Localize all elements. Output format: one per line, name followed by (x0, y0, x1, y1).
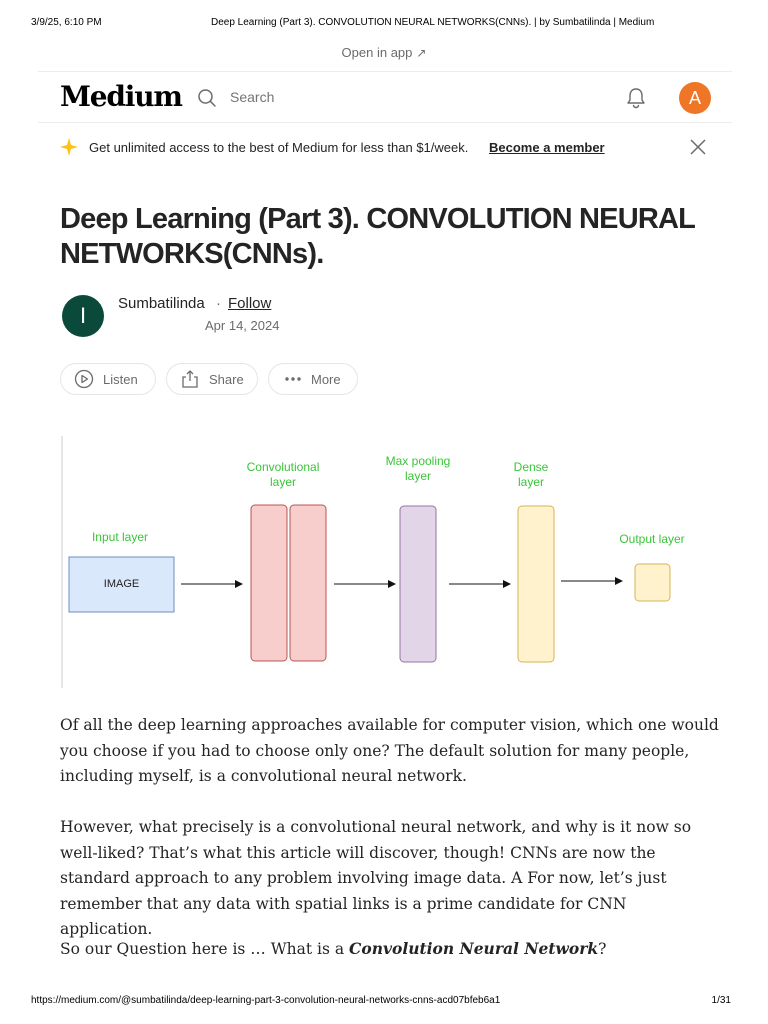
notifications-bell-icon[interactable] (625, 86, 647, 110)
more-dots-icon (285, 377, 301, 381)
membership-banner-text: Get unlimited access to the best of Medi… (89, 140, 469, 155)
input-image-box (68, 556, 175, 613)
output-block (634, 563, 671, 602)
question-prefix: So our Question here is … What is a (60, 940, 350, 958)
paragraph: However, what precisely is a convolution… (60, 818, 692, 938)
follow-button[interactable]: Follow (228, 295, 272, 312)
become-member-link[interactable]: Become a member (489, 140, 605, 155)
print-url: https://medium.com/@sumbatilinda/deep-le… (31, 995, 501, 1006)
cnn-diagram (61, 436, 671, 688)
conv-block-1 (250, 504, 288, 662)
more-button[interactable]: More (268, 363, 358, 395)
author-avatar[interactable]: I (62, 295, 104, 337)
share-icon (182, 370, 198, 388)
dense-block (517, 505, 555, 663)
conv-block-2 (289, 504, 327, 662)
conv-layer-label: Convolutional layer (246, 460, 320, 489)
paragraph: Of all the deep learning approaches avai… (60, 716, 719, 785)
question-paragraph: So our Question here is … What is a Conv… (60, 936, 720, 963)
user-avatar[interactable]: A (679, 82, 711, 114)
max-pool-block (399, 505, 437, 663)
question-suffix: ? (598, 940, 607, 958)
listen-label: Listen (103, 371, 138, 387)
dense-layer-label: Dense layer (513, 460, 549, 489)
more-label: More (311, 371, 341, 387)
divider (38, 71, 732, 72)
share-button[interactable]: Share (166, 363, 258, 395)
share-label: Share (209, 371, 244, 387)
play-circle-icon (74, 369, 94, 389)
output-layer-label: Output layer (619, 532, 685, 546)
search-icon[interactable] (197, 88, 217, 108)
print-page-title: Deep Learning (Part 3). CONVOLUTION NEUR… (211, 17, 655, 28)
open-in-app-link[interactable]: Open in app↗ (0, 45, 768, 60)
listen-button[interactable]: Listen (60, 363, 156, 395)
input-layer-label: Input layer (91, 530, 149, 544)
medium-logo[interactable]: Medium (60, 80, 183, 113)
close-icon[interactable] (689, 138, 707, 156)
author-name-link[interactable]: Sumbatilinda (118, 295, 205, 312)
divider (38, 122, 732, 123)
separator-dot: · (216, 295, 221, 312)
sparkle-icon (60, 138, 78, 156)
arrow-up-right-icon: ↗ (416, 46, 427, 60)
question-emphasis: Convolution Neural Network (349, 939, 599, 958)
image-box-label: IMAGE (103, 578, 140, 590)
search-input[interactable] (230, 89, 390, 105)
print-datetime: 3/9/25, 6:10 PM (31, 17, 102, 28)
print-page-number: 1/31 (711, 995, 731, 1006)
article-title: Deep Learning (Part 3). CONVOLUTION NEUR… (60, 203, 695, 270)
open-in-app-label: Open in app (341, 45, 413, 60)
max-pooling-layer-label: Max pooling layer (385, 454, 451, 483)
cnn-architecture-figure: Input layer IMAGE Convolutional layer Ma… (61, 436, 711, 688)
publish-date: Apr 14, 2024 (205, 318, 280, 333)
